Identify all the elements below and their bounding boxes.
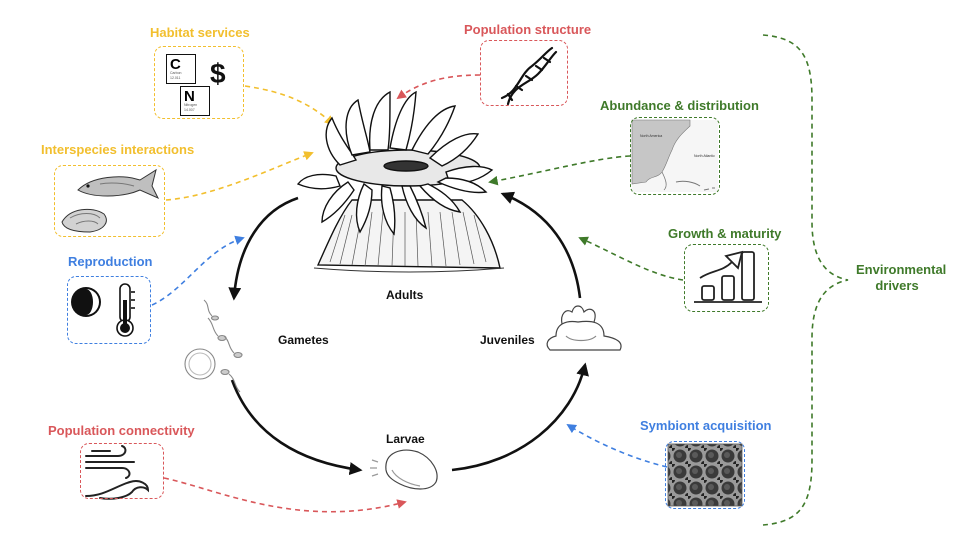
oyster-icon: [61, 208, 107, 233]
wind-icon: [85, 445, 135, 479]
interspecies-frame: [54, 165, 165, 237]
cycle-arrow-larvae-to-juveniles: [451, 362, 589, 472]
stage-gametes: Gametes: [278, 333, 329, 347]
dollar-icon: $: [210, 58, 226, 89]
label-abundance-distribution: Abundance & distribution: [600, 98, 759, 113]
arrow-symbiont: [566, 423, 668, 468]
carbon-symbol: C: [170, 56, 181, 73]
label-population-connectivity: Population connectivity: [48, 423, 195, 438]
population-structure-frame: [480, 40, 568, 106]
gametes-illustration: [184, 299, 243, 393]
stage-adults: Adults: [386, 288, 424, 302]
nitrogen-symbol: N: [184, 88, 195, 105]
arrow-growth: [578, 236, 684, 281]
growth-frame: [684, 244, 769, 312]
juvenile-illustration: [546, 305, 622, 351]
connectivity-frame: [80, 443, 164, 499]
moon-phase-icon: [71, 287, 101, 317]
label-interspecies-interactions: Interspecies interactions: [41, 142, 195, 157]
label-population-structure: Population structure: [464, 22, 592, 37]
nitrogen-name: Nitrogen: [184, 103, 198, 107]
map-icon: [631, 119, 718, 192]
dna-icon: [500, 46, 558, 106]
symbiont-micrograph-icon: [667, 443, 743, 507]
nitrogen-element-icon: N Nitrogen 14.007: [180, 86, 210, 116]
environmental-bracket: [762, 34, 849, 526]
larva-illustration: [370, 449, 438, 490]
map-label-north-america: North America: [640, 134, 663, 138]
abundance-frame: [630, 117, 720, 195]
carbon-mass: 12.011: [170, 76, 181, 80]
arrow-abundance: [488, 155, 631, 186]
growth-chart-icon: [694, 250, 762, 303]
arrow-connectivity: [163, 477, 407, 513]
carbon-element-icon: C Carbon 12.011: [166, 54, 196, 84]
arrow-interspecies: [165, 151, 314, 201]
label-reproduction: Reproduction: [68, 254, 153, 269]
map-label-atlantic: North Atlantic: [694, 154, 715, 158]
arrow-habitat-services: [244, 85, 335, 126]
carbon-name: Carbon: [170, 71, 182, 75]
fish-icon: [77, 168, 160, 200]
anemone-illustration: [296, 90, 505, 273]
cycle-arrow-adults-to-gametes: [228, 196, 299, 301]
label-habitat-services: Habitat services: [150, 25, 250, 40]
stage-juveniles: Juveniles: [480, 333, 535, 347]
label-environmental-drivers: Environmental drivers: [856, 262, 947, 293]
reproduction-frame: [67, 276, 151, 344]
wave-icon: [85, 480, 150, 500]
cycle-arrow-gametes-to-larvae: [230, 379, 363, 476]
thermometer-icon: [116, 283, 135, 337]
arrow-reproduction: [151, 235, 245, 306]
nitrogen-mass: 14.007: [184, 108, 195, 112]
symbiont-frame: [665, 441, 745, 509]
stage-larvae: Larvae: [386, 432, 425, 446]
arrow-population-structure: [396, 74, 481, 100]
cycle-arrow-juveniles-to-adults: [500, 191, 582, 299]
label-symbiont-acquisition: Symbiont acquisition: [640, 418, 772, 433]
label-growth-maturity: Growth & maturity: [668, 226, 782, 241]
habitat-services-frame: [154, 46, 244, 119]
